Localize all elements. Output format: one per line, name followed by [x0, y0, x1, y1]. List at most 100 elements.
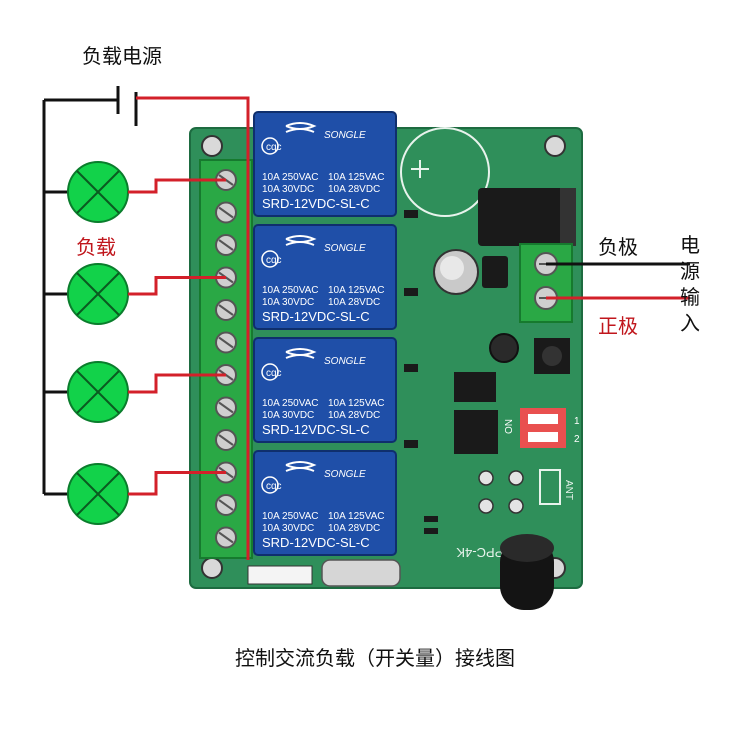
- relay-body: [253, 111, 397, 217]
- solder-pad: [478, 498, 494, 514]
- board-model-label: APPC-4K: [456, 545, 512, 560]
- lamp-cross: [76, 472, 120, 516]
- relay-rating: 10A 125VAC: [328, 172, 385, 183]
- dip-2-label: 2: [574, 434, 580, 445]
- relay-rating: 10A 30VDC: [262, 410, 314, 421]
- solder-pad: [508, 498, 524, 514]
- relay: SONGLE cqc 10A 250VAC 10A 125VAC 10A 30VDC 10…: [253, 337, 397, 443]
- relay-model: SRD-12VDC-SL-C: [262, 196, 370, 211]
- relay-cert: cqc: [266, 142, 282, 153]
- capacitor: [489, 333, 519, 363]
- relay-rating: 10A 125VAC: [328, 398, 385, 409]
- relay-rating: 10A 28VDC: [328, 410, 380, 421]
- load-label: 负载: [76, 235, 116, 259]
- cert-icon: [261, 363, 279, 381]
- capacitor-top: [440, 256, 464, 280]
- relay-rating: 10A 250VAC: [262, 285, 319, 296]
- relay-body: [253, 450, 397, 556]
- lamp-cross: [76, 272, 120, 316]
- relay-rating: 10A 30VDC: [262, 297, 314, 308]
- lamp: [44, 463, 226, 525]
- smd-part: [404, 440, 418, 448]
- lamp: [44, 361, 226, 423]
- screw-slot: [218, 434, 234, 446]
- lamp: [44, 161, 226, 223]
- cert-icon: [261, 250, 279, 268]
- screw-slot: [218, 304, 234, 316]
- relay-rating: 10A 30VDC: [262, 523, 314, 534]
- wire-red-load: [128, 178, 226, 194]
- dip-lever: [528, 432, 558, 442]
- buzzer: [400, 127, 490, 217]
- screw-slot: [218, 499, 234, 511]
- relay-rating: 10A 28VDC: [328, 523, 380, 534]
- lamp: [44, 263, 226, 325]
- mount-hole: [201, 135, 223, 157]
- terminal-block: [199, 159, 253, 559]
- receiver-coil-top: [500, 534, 554, 562]
- lamp-cross: [76, 370, 120, 414]
- screw-slot: [218, 531, 234, 544]
- relay-model: SRD-12VDC-SL-C: [262, 535, 370, 550]
- wire-red-load: [128, 471, 226, 496]
- relay-logo-icon: [285, 122, 317, 133]
- smd-part: [404, 364, 418, 372]
- relay-cert: cqc: [266, 368, 282, 379]
- relay-brand: SONGLE: [324, 130, 366, 141]
- inductor: [482, 256, 508, 288]
- relay-rating: 10A 28VDC: [328, 297, 380, 308]
- relay: SONGLE cqc 10A 250VAC 10A 125VAC 10A 30VDC 10…: [253, 450, 397, 556]
- ic-chip: [454, 410, 498, 454]
- relay-cert: cqc: [266, 481, 282, 492]
- screw-slot: [218, 206, 234, 219]
- relay-body: [253, 224, 397, 330]
- solder-pad: [478, 470, 494, 486]
- relay-model: SRD-12VDC-SL-C: [262, 309, 370, 324]
- screw-slot: [218, 401, 234, 414]
- relay-rating: 10A 250VAC: [262, 511, 319, 522]
- relay-brand: SONGLE: [324, 356, 366, 367]
- smd-part: [404, 210, 418, 218]
- relay-body: [253, 337, 397, 443]
- relay-rating: 10A 28VDC: [328, 184, 380, 195]
- negative-label: 负极: [598, 235, 638, 259]
- wire-red-load: [128, 373, 226, 394]
- wire-red-load: [128, 276, 226, 296]
- relay-logo-icon: [285, 235, 317, 246]
- relay-model: SRD-12VDC-SL-C: [262, 422, 370, 437]
- screw-slot: [218, 336, 234, 349]
- relay-brand: SONGLE: [324, 469, 366, 480]
- pin-header: [247, 565, 313, 585]
- dc-jack-face: [560, 188, 576, 246]
- relay-rating: 10A 125VAC: [328, 511, 385, 522]
- diagram-caption: 控制交流负载（开关量）接线图: [235, 646, 515, 670]
- antenna-pad: [539, 469, 561, 505]
- dip-on-label: ON: [504, 419, 515, 434]
- cert-icon: [261, 476, 279, 494]
- cert-icon: [261, 137, 279, 155]
- smd-part: [424, 528, 438, 534]
- crystal: [321, 559, 401, 587]
- relay-logo-icon: [285, 461, 317, 472]
- smd-part: [404, 288, 418, 296]
- antenna-label: ANT: [563, 480, 574, 500]
- dip-1-label: 1: [574, 416, 580, 427]
- relay-logo-icon: [285, 348, 317, 359]
- mount-hole: [201, 557, 223, 579]
- positive-label: 正极: [598, 314, 638, 338]
- dip-lever: [528, 414, 558, 424]
- screw-slot: [218, 239, 234, 251]
- relay-cert: cqc: [266, 255, 282, 266]
- wire-red-supply: [136, 96, 250, 560]
- relay-rating: 10A 125VAC: [328, 285, 385, 296]
- solder-pad: [508, 470, 524, 486]
- power-input-label: 电源输入: [680, 233, 700, 335]
- smd-part: [424, 516, 438, 522]
- dc-jack: [478, 188, 576, 246]
- load-power-label: 负载电源: [82, 44, 162, 68]
- relay-rating: 10A 250VAC: [262, 398, 319, 409]
